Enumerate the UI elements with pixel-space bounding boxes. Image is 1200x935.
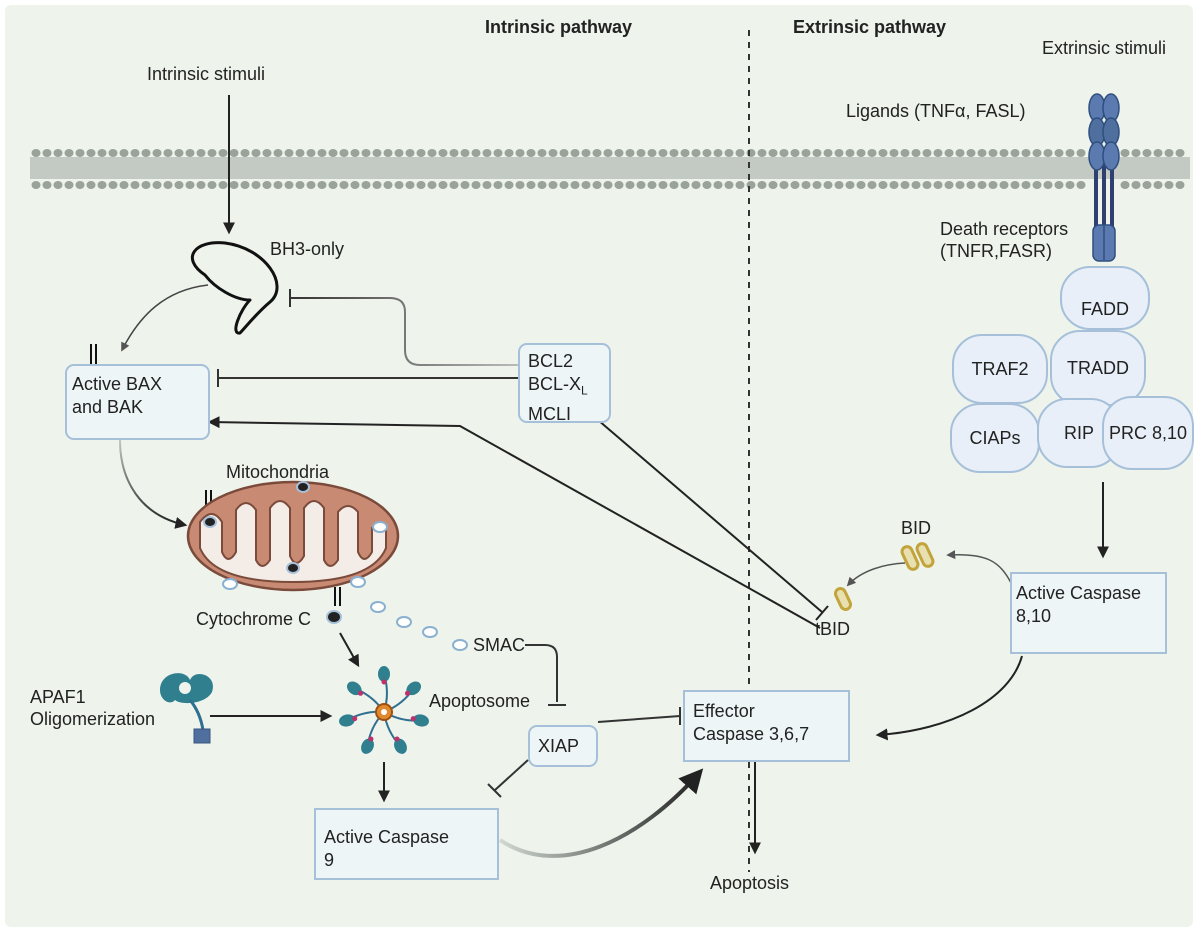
death-receptors-label: Death receptors (TNFR,FASR) bbox=[940, 218, 1068, 262]
arrow-bid-to-tbid bbox=[846, 562, 906, 587]
smac-label: SMAC bbox=[473, 635, 526, 655]
death-receptors-line-2: (TNFR,FASR) bbox=[940, 241, 1052, 261]
arrow-bh3-to-bax bbox=[121, 284, 209, 352]
caspase9-line-2: 9 bbox=[324, 850, 335, 870]
prc-blob: PRC 8,10 bbox=[1102, 396, 1194, 470]
caspase810-line-1: Active Caspase bbox=[1016, 583, 1142, 603]
apoptosis-label: Apoptosis bbox=[710, 873, 790, 893]
bid-label: BID bbox=[901, 518, 932, 538]
death-receptors-line-1: Death receptors bbox=[940, 219, 1069, 239]
arrow-tbid-to-bax bbox=[207, 416, 821, 629]
cytochrome-c-icon bbox=[326, 610, 342, 624]
bax-bak-line-2: and BAK bbox=[72, 397, 144, 417]
apaf1-line-1: APAF1 bbox=[30, 687, 86, 707]
arrow-casp810-to-effector bbox=[875, 655, 1023, 741]
caspase-9-box: Active Caspase 9 bbox=[314, 808, 499, 880]
bh3-only-label: BH3-only bbox=[270, 239, 345, 259]
bid-icon bbox=[900, 542, 935, 571]
effector-line-1: Effector bbox=[693, 701, 755, 721]
bax-bak-box: Active BAX and BAK bbox=[65, 364, 210, 440]
cell-membrane bbox=[30, 149, 1190, 189]
bax-bak-line-1: Active BAX bbox=[72, 374, 163, 394]
apaf1-label: APAF1 Oligomerization bbox=[30, 686, 155, 730]
apaf1-line-2: Oligomerization bbox=[30, 709, 156, 729]
ligands-label: Ligands (TNFα, FASL) bbox=[846, 101, 1026, 121]
death-receptor-icon bbox=[1088, 93, 1120, 262]
bcl-x-text: BCL-X bbox=[528, 374, 582, 394]
inhibit-xiap-effector bbox=[597, 715, 681, 723]
inhibit-bcl2-bh3 bbox=[290, 297, 520, 366]
arrow-casp810-to-bid bbox=[946, 550, 1013, 586]
bcl2-line-1: BCL2 bbox=[528, 351, 574, 371]
bcl2-box: BCL2 BCL-XL MCLI bbox=[518, 343, 611, 424]
tbid-icon bbox=[833, 587, 853, 611]
bcl-x-subscript: L bbox=[581, 383, 588, 398]
tradd-blob: TRADD bbox=[1050, 330, 1146, 406]
cytochrome-c-label: Cytochrome C bbox=[196, 609, 312, 629]
tbid-label: tBID bbox=[815, 619, 851, 639]
caspase-8-10-box: Active Caspase 8,10 bbox=[1010, 572, 1167, 654]
caspase810-line-2: 8,10 bbox=[1016, 606, 1052, 626]
mitochondrion bbox=[186, 480, 400, 592]
apoptosome-label: Apoptosome bbox=[429, 691, 531, 711]
ciaps-blob: CIAPs bbox=[950, 403, 1040, 473]
xiap-text: XIAP bbox=[538, 736, 580, 756]
apoptosome-icon bbox=[339, 666, 429, 754]
fadd-blob: FADD bbox=[1060, 266, 1150, 330]
extrinsic-stimuli-label: Extrinsic stimuli bbox=[1042, 38, 1167, 58]
effector-line-2: Caspase 3,6,7 bbox=[693, 724, 810, 744]
effector-caspase-box: Effector Caspase 3,6,7 bbox=[683, 690, 850, 762]
intrinsic-stimuli-label: Intrinsic stimuli bbox=[147, 64, 266, 84]
inhibit-xiap-casp9 bbox=[494, 759, 529, 791]
xiap-box: XIAP bbox=[528, 725, 598, 767]
smac-release-dots bbox=[370, 601, 468, 651]
heading-extrinsic: Extrinsic pathway bbox=[793, 17, 947, 37]
bh3-only-shape bbox=[191, 241, 279, 335]
inhibit-smac-xiap bbox=[525, 644, 558, 702]
arrow-bax-to-mito bbox=[119, 439, 188, 529]
bcl2-line-2: BCL-XL bbox=[528, 373, 609, 403]
arrow-casp9-to-effector bbox=[498, 768, 704, 858]
mitochondria-label: Mitochondria bbox=[226, 462, 330, 482]
caspase9-line-1: Active Caspase bbox=[324, 827, 450, 847]
apaf1-icon bbox=[160, 673, 213, 744]
traf2-blob: TRAF2 bbox=[952, 334, 1048, 404]
bcl2-line-3: MCLI bbox=[528, 403, 572, 424]
arrow-cytc-to-apoptosome bbox=[339, 632, 360, 668]
heading-intrinsic: Intrinsic pathway bbox=[485, 17, 633, 37]
inhibit-bcl2-tbid bbox=[597, 419, 823, 613]
